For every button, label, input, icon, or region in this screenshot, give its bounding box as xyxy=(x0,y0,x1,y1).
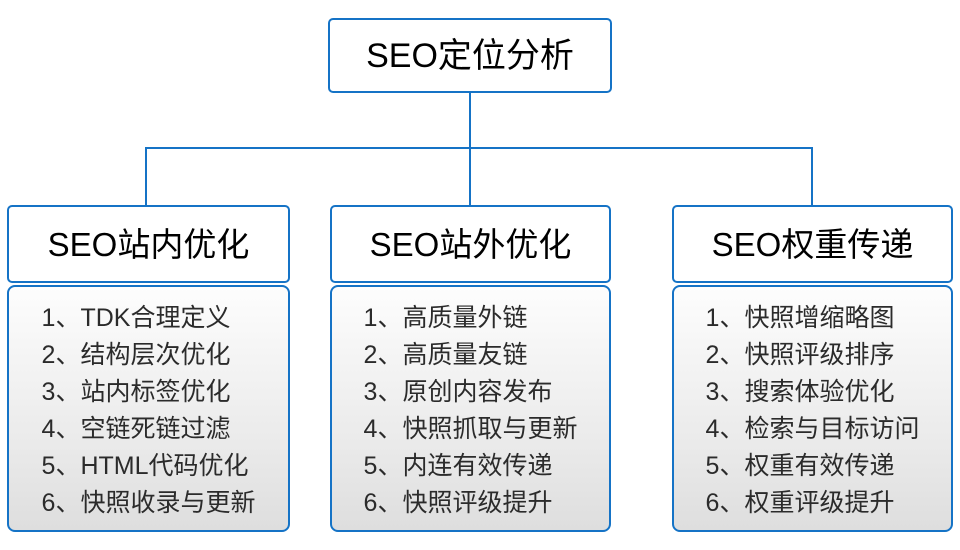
list-item: 2、高质量友链 xyxy=(363,341,528,369)
branch-item-list-3: 1、快照增缩略图 2、快照评级排序 3、搜索体验优化 4、检索与目标访问 5、权… xyxy=(706,301,920,521)
branch-item-list-2: 1、高质量外链 2、高质量友链 3、原创内容发布 4、快照抓取与更新 5、内连有… xyxy=(364,301,578,521)
list-item: 2、结构层次优化 xyxy=(41,341,231,369)
branch-header-1[interactable]: SEO站内优化 xyxy=(7,205,290,283)
list-item: 4、检索与目标访问 xyxy=(705,415,920,443)
list-item: 4、快照抓取与更新 xyxy=(363,415,578,443)
branch-body-1: 1、TDK合理定义 2、结构层次优化 3、站内标签优化 4、空链死链过滤 5、H… xyxy=(7,285,290,532)
list-item: 6、快照收录与更新 xyxy=(41,489,256,517)
list-item: 1、高质量外链 xyxy=(363,304,528,332)
branch-header-2[interactable]: SEO站外优化 xyxy=(330,205,611,283)
branch-column-2: SEO站外优化 1、高质量外链 2、高质量友链 3、原创内容发布 4、快照抓取与… xyxy=(330,205,611,532)
list-item: 6、快照评级提升 xyxy=(363,489,553,517)
list-item: 1、TDK合理定义 xyxy=(41,304,231,332)
list-item: 3、搜索体验优化 xyxy=(705,378,895,406)
branch-header-3[interactable]: SEO权重传递 xyxy=(672,205,953,283)
connector-drop-branch-1 xyxy=(145,147,147,205)
connector-drop-branch-3 xyxy=(811,147,813,205)
list-item: 5、内连有效传递 xyxy=(363,452,553,480)
branch-header-label-3: SEO权重传递 xyxy=(711,225,914,263)
list-item: 6、权重评级提升 xyxy=(705,489,895,517)
branch-body-2: 1、高质量外链 2、高质量友链 3、原创内容发布 4、快照抓取与更新 5、内连有… xyxy=(330,285,611,532)
list-item: 1、快照增缩略图 xyxy=(705,304,895,332)
branch-column-1: SEO站内优化 1、TDK合理定义 2、结构层次优化 3、站内标签优化 4、空链… xyxy=(7,205,290,532)
branch-body-3: 1、快照增缩略图 2、快照评级排序 3、搜索体验优化 4、检索与目标访问 5、权… xyxy=(672,285,953,532)
list-item: 4、空链死链过滤 xyxy=(41,415,231,443)
list-item: 2、快照评级排序 xyxy=(705,341,895,369)
connector-drop-branch-2 xyxy=(469,147,471,205)
root-node[interactable]: SEO定位分析 xyxy=(328,18,612,93)
list-item: 3、站内标签优化 xyxy=(41,378,231,406)
branch-header-label-1: SEO站内优化 xyxy=(47,225,250,263)
list-item: 3、原创内容发布 xyxy=(363,378,553,406)
branch-header-label-2: SEO站外优化 xyxy=(369,225,572,263)
root-node-label: SEO定位分析 xyxy=(366,36,574,75)
list-item: 5、权重有效传递 xyxy=(705,452,895,480)
branch-column-3: SEO权重传递 1、快照增缩略图 2、快照评级排序 3、搜索体验优化 4、检索与… xyxy=(672,205,953,532)
list-item: 5、HTML代码优化 xyxy=(41,452,249,480)
connector-horizontal-bus xyxy=(145,147,813,149)
branch-item-list-1: 1、TDK合理定义 2、结构层次优化 3、站内标签优化 4、空链死链过滤 5、H… xyxy=(42,301,256,521)
connector-root-stem xyxy=(469,93,471,149)
